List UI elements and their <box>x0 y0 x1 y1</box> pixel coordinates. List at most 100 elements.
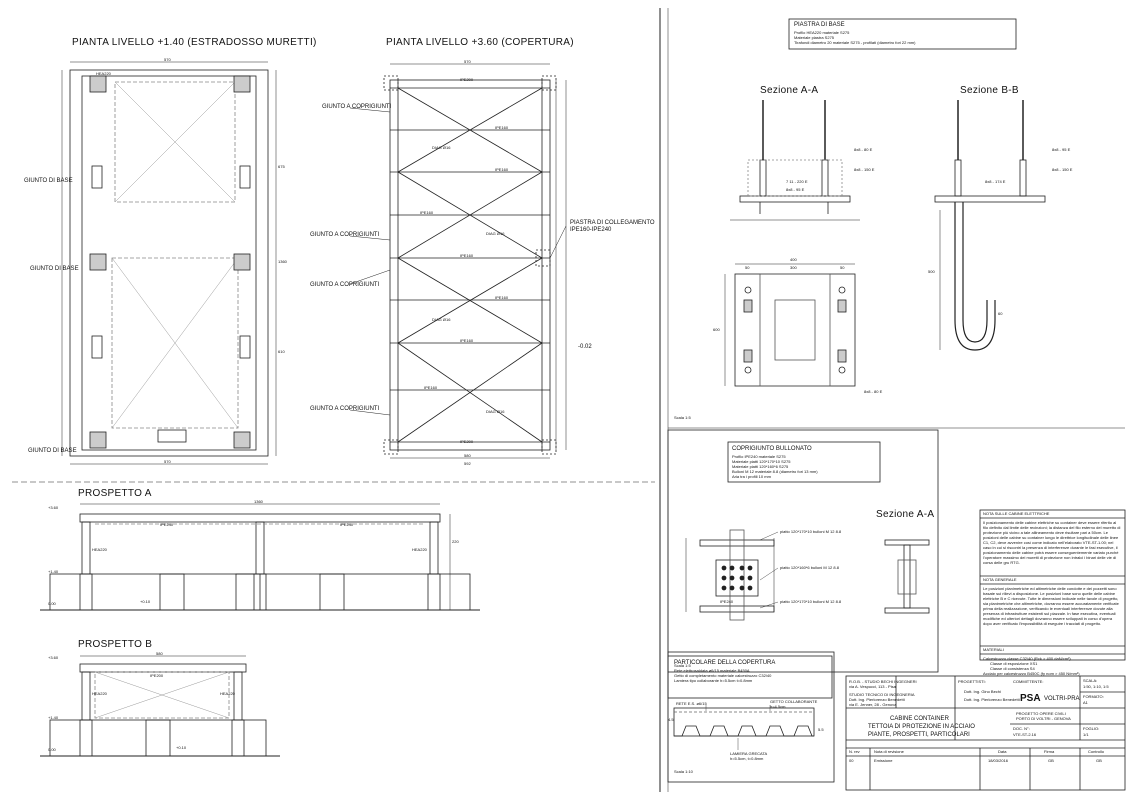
piastra-plan-drawing <box>724 263 856 387</box>
plan-a-profile: HEA220 <box>96 71 111 76</box>
tb-rev-row-firma: GB <box>1048 758 1054 763</box>
plan-b-beam-mid-4: IPE160 <box>460 253 474 258</box>
prospetto-a-level-mid: +1.40 <box>48 569 59 574</box>
plan-b-giunto-label-3: GIUNTO A COPRIGIUNTI <box>310 282 380 288</box>
prospetto-b-column-1: HEA220 <box>92 691 107 696</box>
piastra-weld-6: 8x8 - 174 E <box>985 179 1006 184</box>
plan-b-bracing-1: DIAG Ø16 <box>432 145 451 150</box>
prospetto-b-level-low: +0.10 <box>176 745 187 750</box>
piastra-section-a-drawing <box>730 100 860 221</box>
piastra-line-1: Profilo HEA220 materiale S275 <box>794 30 850 35</box>
coprigiunto-callout-2: piatto 120*160*6 bulloni M 12 8.8 <box>780 565 839 570</box>
prospetto-b-title: PROSPETTO B <box>78 639 153 650</box>
plan-b-dim-bottom-1: 580 <box>464 453 471 458</box>
copertura-dim-1: 4.5 <box>668 717 674 722</box>
prospetto-b-level-top: +3.60 <box>48 655 59 660</box>
copertura-scale: Scala 1:10 <box>674 769 693 774</box>
tb-rev-header-data: Data <box>998 749 1007 754</box>
tb-progettisti-label: PROGETTISTI: <box>958 679 986 684</box>
tb-firm-5: via E. Jenner, 28 - Genova <box>849 702 897 707</box>
copertura-title: PARTICOLARE DELLA COPERTURA <box>674 660 776 666</box>
plan-a-giunto-label-2: GIUNTO DI BASE <box>30 266 79 272</box>
copertura-lamiera-2: h=5.5cm, t=0.8mm <box>730 756 764 761</box>
piastra-weld-5: 8x8 - 95 E <box>1052 147 1071 152</box>
tb-rev-header-controllo: Controllo <box>1088 749 1105 754</box>
coprigiunto-beam: IPE240 <box>720 599 734 604</box>
prospetto-a-dim-length: 1360 <box>254 499 263 504</box>
copertura-line-3: Lamiera tipo collaborante h=5.5cm t=0.8m… <box>674 678 753 683</box>
prospetto-b-column-2: HEA220 <box>220 691 235 696</box>
notes-generale-title: NOTA GENERALE <box>983 577 1017 582</box>
tb-project-2: PORTO DI VOLTRI - GENOVA <box>1016 716 1071 721</box>
coprigiunto-line-4: Bulloni M 12 materiale 8.8 (diametro for… <box>732 469 818 474</box>
copertura-lamiera-1: LAMIERA GRECATA <box>730 751 768 756</box>
piastra-dim-4: 50 <box>840 265 845 270</box>
tb-firm-4: Dott. Ing. Pierlorenzo Benedetti <box>849 697 905 702</box>
piastra-weld-1: 8x8 - 80 E <box>854 147 873 152</box>
copertura-dim-2: 5.5 <box>818 727 824 732</box>
prospetto-a-level-base: 0.00 <box>48 601 56 606</box>
prospetto-b-dim-w: 580 <box>156 651 163 656</box>
plan-b-bracing-4: DIAG Ø16 <box>486 409 505 414</box>
plan-a-dim-side-1: 675 <box>278 164 285 169</box>
tb-drawing-1: CABINE CONTAINER <box>890 716 949 722</box>
tb-scala-value: 1:50, 1:10, 1:5 <box>1083 684 1109 689</box>
piastra-dim-7: 60 <box>998 311 1003 316</box>
notes-materiali-title: MATERIALI <box>983 647 1004 652</box>
tb-rev-row-nrev: 00 <box>849 758 854 763</box>
plan-a-dim-top: 570 <box>164 57 171 62</box>
copertura-line-1: Rete elettrosaldata ø6/15 materiale B450… <box>674 668 750 673</box>
tb-drawing-2: TETTOIA DI PROTEZIONE IN ACCIAIO <box>868 724 975 730</box>
prospetto-a-beam-1: IPE240 <box>160 522 174 527</box>
notes-materiali-line-4: Acciaio per calcestruzzo B450C (fy nom >… <box>983 671 1080 676</box>
piastra-weld-2: 7 11 - 220 E <box>786 179 808 184</box>
coprigiunto-callout-3: piatto 120*170*10 bulloni M 12 8.8 <box>780 599 842 604</box>
tb-foglio-label: FOGLIO: <box>1083 726 1100 731</box>
prospetto-a-level-low: +0.10 <box>140 599 151 604</box>
piastra-dim-5: 600 <box>713 327 720 332</box>
notes-materiali-line-3: Classe di consistenza S4 <box>990 666 1035 671</box>
prospetto-a-column-1: HEA220 <box>92 547 107 552</box>
piastra-dim-2: 300 <box>790 265 797 270</box>
plan-b-beam-mid-6: IPE160 <box>460 338 474 343</box>
prospetto-a-level-top: +3.60 <box>48 505 59 510</box>
tb-progettista-2: Dott. Ing. Pierlorenzo Benedetti <box>964 697 1020 702</box>
tb-rev-header-firma: Firma <box>1044 749 1055 754</box>
prospetto-a-drawing <box>40 503 480 611</box>
tb-drawing-3: PIANTE, PROSPETTI, PARTICOLARI <box>868 732 970 738</box>
plan-a-title: PIANTA LIVELLO +1.40 (ESTRADOSSO MURETTI… <box>72 37 317 48</box>
prospetto-a-beam-2: IPE240 <box>340 522 354 527</box>
tb-committente-name: VOLTRI-PRA <box>1044 696 1080 702</box>
plan-b-plate-label-2: IPE160-IPE240 <box>570 227 612 233</box>
coprigiunto-section-drawing <box>884 539 930 614</box>
notes-cabine-text: Il posizionamento delle cabine elettrich… <box>983 520 1121 565</box>
prospetto-b-beam: IPE200 <box>150 673 164 678</box>
tb-firm-3: STUDIO TECNICO DI INGEGNERIA <box>849 692 915 697</box>
plan-b-beam-mid-3: IPE160 <box>420 210 434 215</box>
tb-project-1: PROGETTO OPERE CIVILI <box>1016 711 1066 716</box>
plan-b-beam-end-bottom: IPE200 <box>460 439 474 444</box>
plan-a-drawing <box>61 61 277 465</box>
plan-b-dim-top: 570 <box>464 59 471 64</box>
prospetto-a-dim-h: 220 <box>452 539 459 544</box>
coprigiunto-line-5: Aria tra i profili 10 mm <box>732 474 771 479</box>
plan-b-beam-mid-2: IPE160 <box>495 167 509 172</box>
coprigiunto-line-3: Materiale piatti 120*160*6 S275 <box>732 464 789 469</box>
copertura-line-2: Getto di completamento materiale calcest… <box>674 673 772 678</box>
plan-b-giunto-label-4: GIUNTO A COPRIGIUNTI <box>310 406 380 412</box>
plan-b-bracing-2: DIAG Ø16 <box>486 231 505 236</box>
copertura-detail-drawing <box>673 705 815 750</box>
copertura-rete: RETE E.S. ø6/15 <box>676 701 707 706</box>
piastra-section-b-drawing <box>934 100 1046 351</box>
plan-a-dim-bottom: 570 <box>164 459 171 464</box>
coprigiunto-line-1: Profilo IPE240 materiale S275 <box>732 454 786 459</box>
plan-b-beam-mid-7: IPE160 <box>424 385 438 390</box>
tb-rev-header-nota: Nota di revisione <box>874 749 904 754</box>
piastra-title: PIASTRA DI BASE <box>794 22 845 28</box>
tb-firm-2: via A. Vespucci, 113 - Pisa <box>849 684 896 689</box>
plan-a-giunto-label-1: GIUNTO DI BASE <box>24 178 73 184</box>
tb-doc-value: VTE-ST-2.16 <box>1013 732 1037 737</box>
tb-formato-value: A1 <box>1083 700 1088 705</box>
